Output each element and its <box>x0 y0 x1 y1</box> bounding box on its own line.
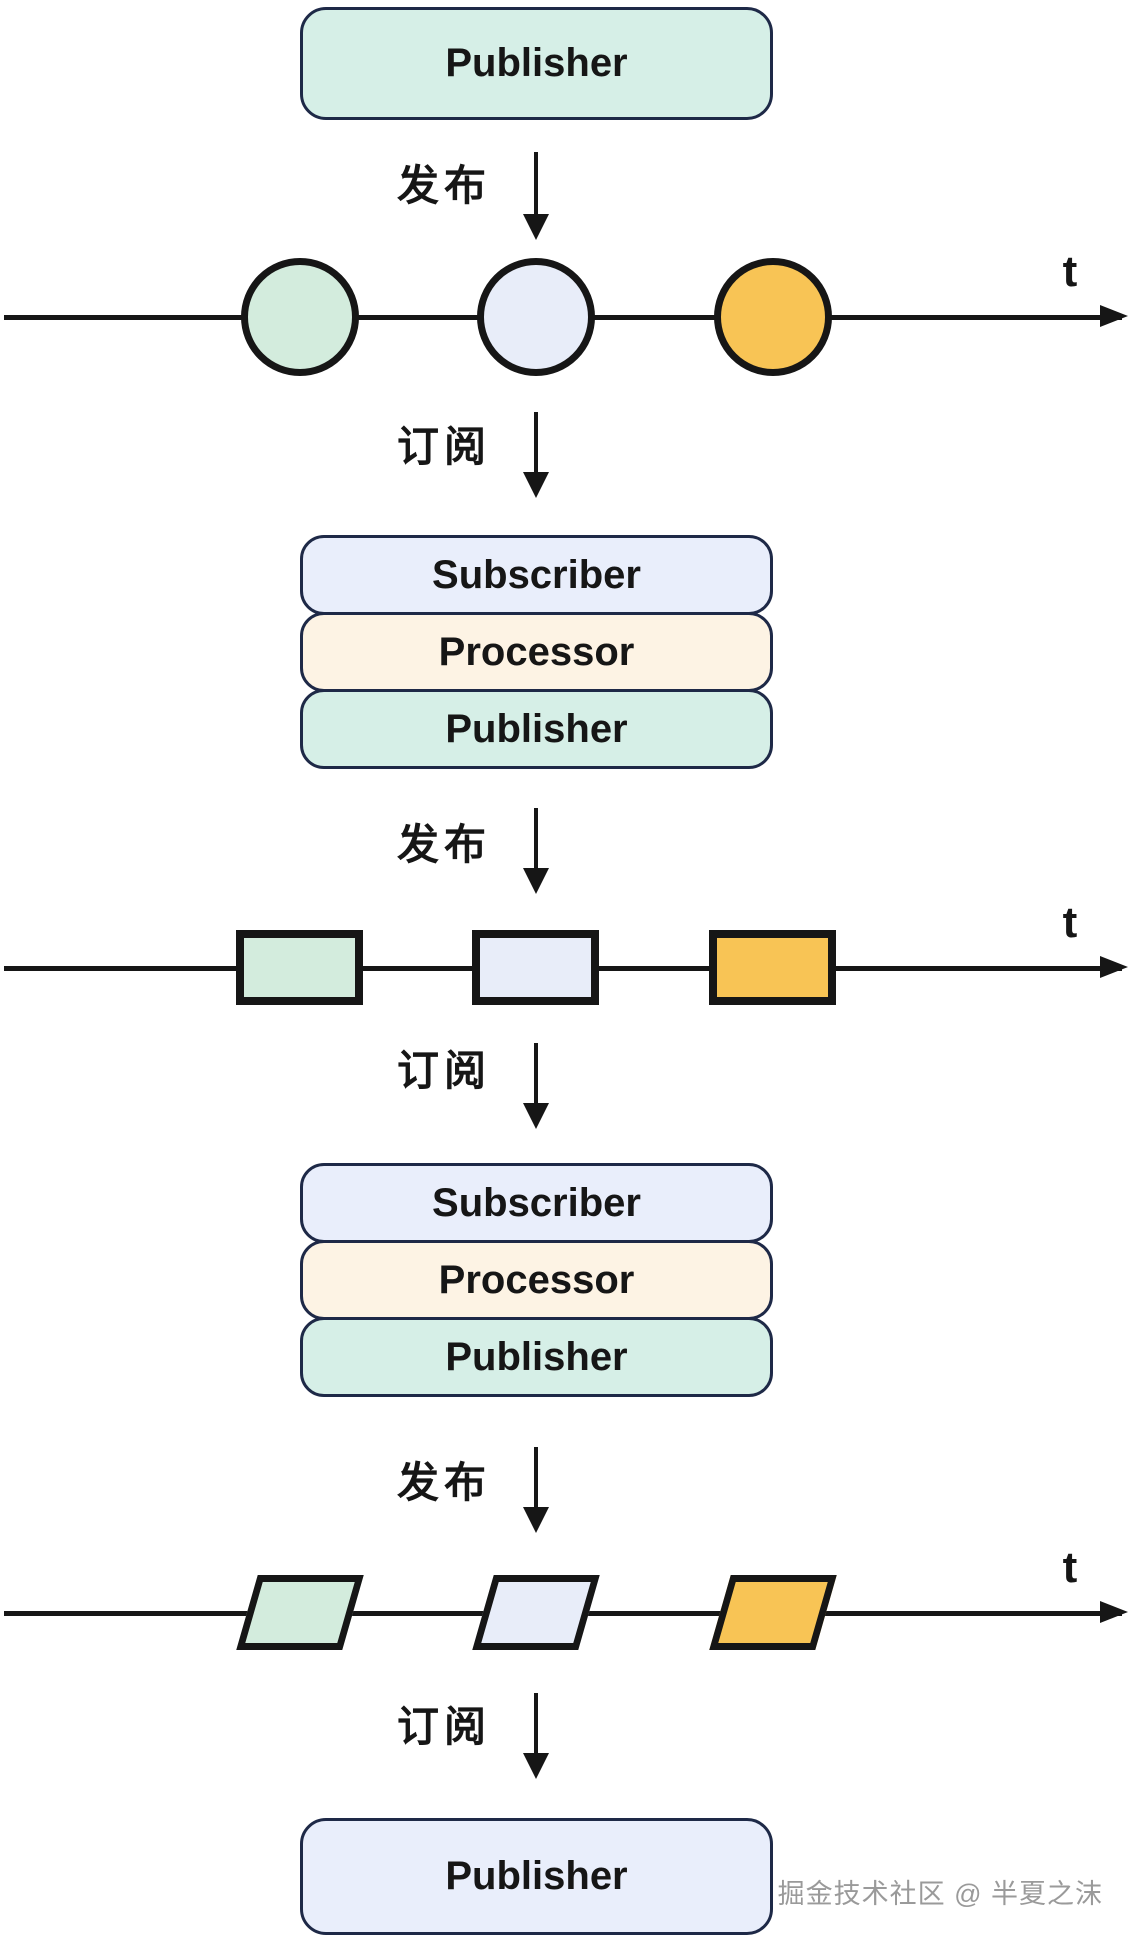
timeline-2-arrowhead-icon <box>1100 956 1128 978</box>
event-marker <box>709 1575 837 1650</box>
event-marker <box>477 258 595 376</box>
watermark: 掘金技术社区 @ 半夏之沫 <box>777 1879 1103 1909</box>
subscriber-row-label: Subscriber <box>432 1180 641 1225</box>
publish-arrow-3 <box>523 1447 549 1533</box>
publisher-row-label: Publisher <box>445 1334 628 1379</box>
publisher-box-bottom: Publisher <box>300 1818 773 1935</box>
publisher-box-bottom-label: Publisher <box>445 1854 628 1898</box>
subscribe-label-1: 订阅 <box>396 423 491 470</box>
publisher-row: Publisher <box>300 1317 773 1397</box>
publisher-row-label: Publisher <box>445 706 628 751</box>
processor-stack-1: Subscriber Processor Publisher <box>300 535 773 769</box>
subscriber-row: Subscriber <box>300 535 773 615</box>
publisher-box-top-label: Publisher <box>445 41 628 85</box>
event-marker <box>709 930 836 1005</box>
publisher-row: Publisher <box>300 689 773 769</box>
timeline-3-arrowhead-icon <box>1100 1601 1128 1623</box>
subscriber-row: Subscriber <box>300 1163 773 1243</box>
event-marker <box>472 1575 600 1650</box>
subscribe-arrow-3 <box>523 1693 549 1779</box>
publish-label-2: 发布 <box>396 821 491 868</box>
timeline-1-time-label: t <box>1062 247 1078 296</box>
subscriber-row-label: Subscriber <box>432 552 641 597</box>
publisher-box-top: Publisher <box>300 7 773 120</box>
subscribe-label-2: 订阅 <box>396 1047 491 1094</box>
timeline-2-time-label: t <box>1062 898 1078 947</box>
publish-label-1: 发布 <box>396 162 491 209</box>
publish-label-3: 发布 <box>396 1459 491 1506</box>
event-marker <box>236 1575 364 1650</box>
timeline-3-time-label: t <box>1062 1543 1078 1592</box>
subscribe-arrow-1 <box>523 412 549 498</box>
publish-arrow-1 <box>523 152 549 240</box>
processor-row-label: Processor <box>438 629 635 674</box>
timeline-1-arrowhead-icon <box>1100 305 1128 327</box>
event-marker <box>236 930 363 1005</box>
subscribe-label-3: 订阅 <box>396 1703 491 1750</box>
processor-row-label: Processor <box>438 1257 635 1302</box>
processor-row: Processor <box>300 1240 773 1320</box>
processor-stack-2: Subscriber Processor Publisher <box>300 1163 773 1397</box>
event-marker <box>714 258 832 376</box>
publish-arrow-2 <box>523 808 549 894</box>
event-marker <box>241 258 359 376</box>
event-marker <box>472 930 599 1005</box>
processor-row: Processor <box>300 612 773 692</box>
subscribe-arrow-2 <box>523 1043 549 1129</box>
